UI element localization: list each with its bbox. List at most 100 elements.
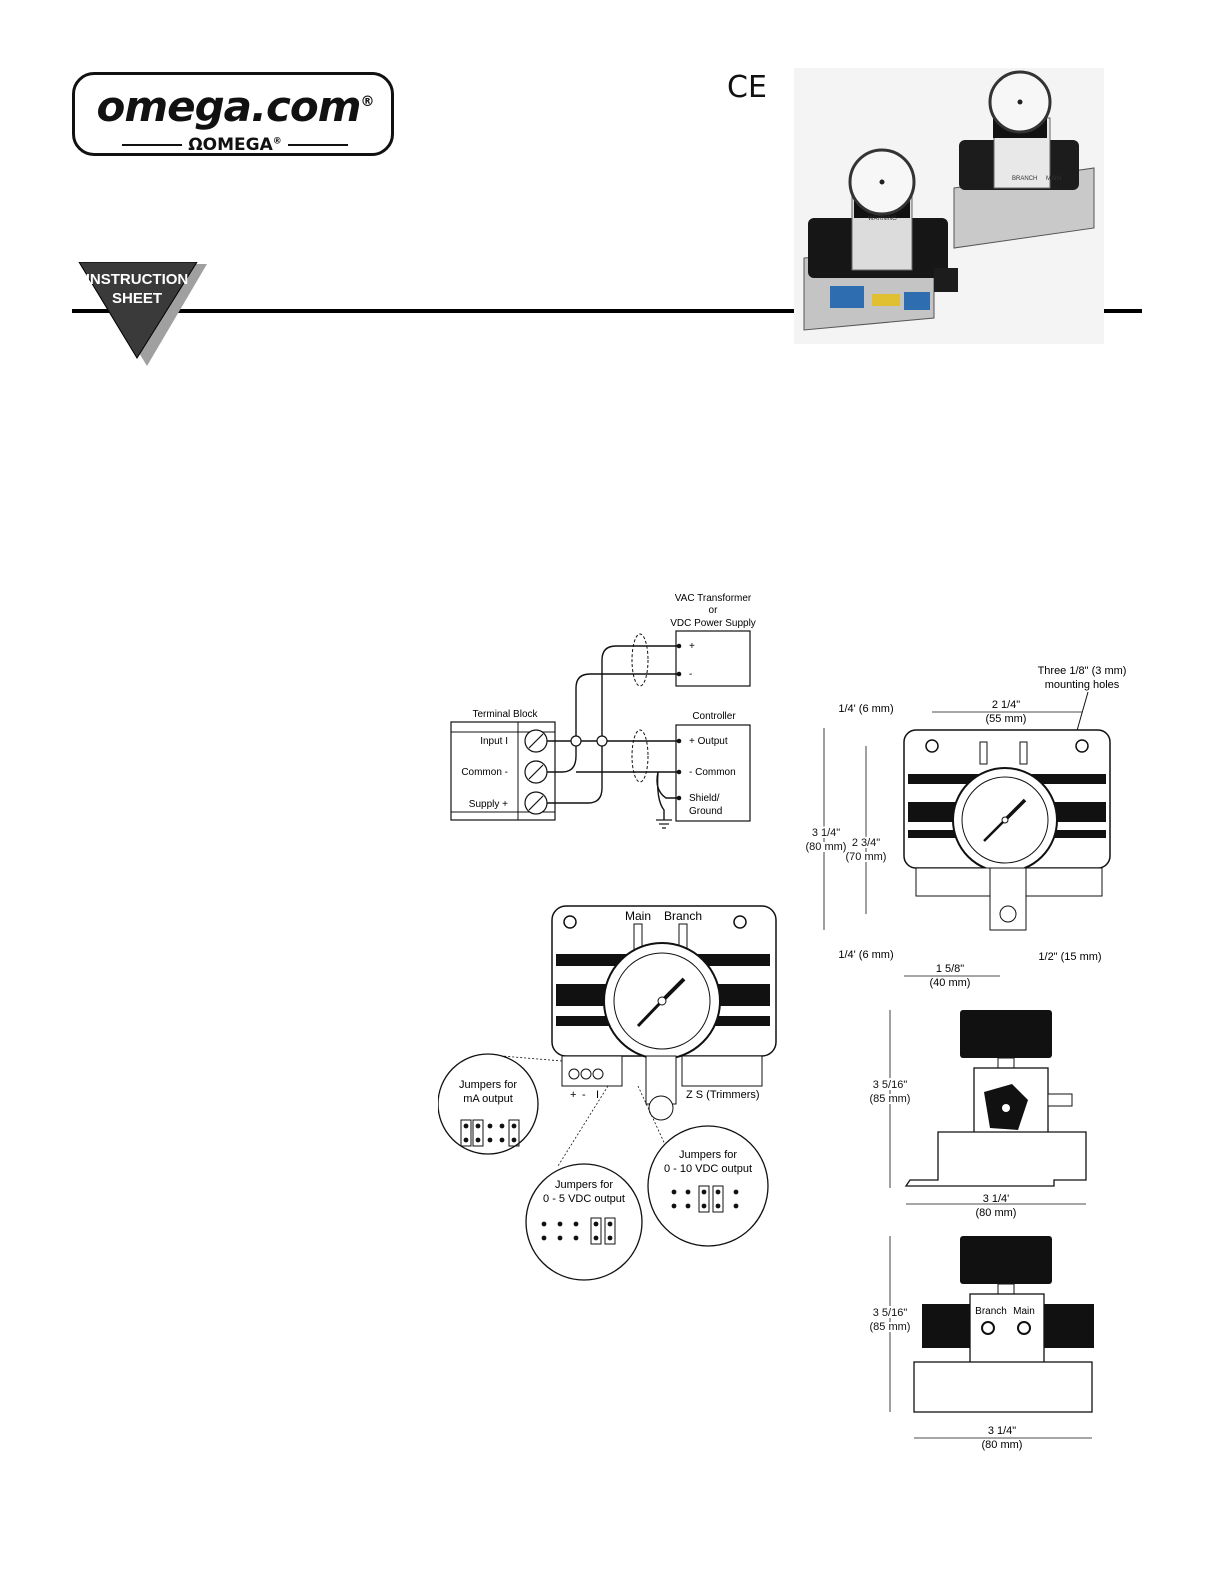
junction-left xyxy=(570,735,582,747)
width-55-line2: (55 mm) xyxy=(986,713,1027,725)
front-jumper-block xyxy=(872,294,900,306)
jumper-diagram: Main Branch + - I Z S (Trimmers) Jumpers… xyxy=(438,905,777,1281)
logo-main-text: omega.com xyxy=(96,82,362,131)
photo-main-label: MAIN xyxy=(1046,176,1061,182)
jumper-5v-line1: Jumpers for xyxy=(555,1179,613,1191)
photo-branch-label: BRANCH xyxy=(1012,176,1037,182)
supply-title-line1: VAC Transformer xyxy=(675,593,752,604)
top-trimmer-block xyxy=(1025,867,1103,897)
ce-mark: CE xyxy=(727,70,767,105)
housing-hole-right xyxy=(733,915,747,929)
jumper-5v-caps xyxy=(590,1217,616,1245)
controller-common-label: - Common xyxy=(689,767,736,778)
top-gauge-hub xyxy=(1001,816,1009,824)
gauge-needle xyxy=(660,977,686,1003)
omega-logo-subtitle: ΩOMEGA® xyxy=(90,135,380,155)
jumper-circle-ma xyxy=(438,1053,539,1155)
front-width-line2: (80 mm) xyxy=(982,1439,1023,1451)
shield-ellipse-supply xyxy=(631,633,649,687)
side-solenoid-hub xyxy=(1002,1104,1010,1112)
terminal-block-label: Terminal Block xyxy=(472,709,538,720)
ground-symbol xyxy=(656,819,672,829)
dimension-top-view: Three 1/8" (3 mm) mounting holes 1/4' (6… xyxy=(804,665,1127,989)
side-height-line1: 3 5/16" xyxy=(873,1079,908,1091)
logo-left-dash xyxy=(122,144,183,146)
junction-right xyxy=(596,735,608,747)
front-terminal-block xyxy=(830,286,864,308)
terminal-screw-slots xyxy=(528,733,544,811)
top-hole-left xyxy=(925,739,939,753)
wiring-diagram: VAC Transformer or VDC Power Supply + - … xyxy=(450,593,756,829)
wire-common-to-supply-minus xyxy=(547,673,679,773)
gauge-needle-tail xyxy=(636,999,664,1028)
shield-ellipse-controller xyxy=(631,729,649,783)
width-40-line2: (40 mm) xyxy=(930,977,971,989)
jumper-circle-5v xyxy=(525,1163,643,1281)
terminal-common-label: Common - xyxy=(461,767,508,778)
controller-output-label: + Output xyxy=(689,736,728,747)
dimension-front-view: 3 5/16" (85 mm) Branch Main 3 1/4" (80 m… xyxy=(868,1236,1094,1451)
top-mounting-tab-hole xyxy=(999,905,1017,923)
front-solenoid-right xyxy=(1040,1304,1094,1348)
rear-terminal-block xyxy=(934,268,958,292)
front-port-branch xyxy=(981,1321,995,1335)
controller-box xyxy=(675,724,751,822)
front-port-main xyxy=(1017,1321,1031,1335)
side-width-line1: 3 1/4' xyxy=(983,1193,1010,1205)
controller-shield-label: Shield/ xyxy=(689,793,720,804)
jumper-ma-caps xyxy=(460,1119,520,1147)
width-40-line1: 1 5/8" xyxy=(936,963,964,975)
side-gauge-body xyxy=(960,1010,1052,1058)
height-80-line2: (80 mm) xyxy=(806,841,847,853)
bottom-quarter-label: 1/4' (6 mm) xyxy=(838,949,893,961)
header-rule xyxy=(72,309,1142,313)
top-port-branch xyxy=(1019,741,1028,765)
omega-logo-wordmark: omega.com® xyxy=(90,82,380,131)
terminal-plus-sign: + xyxy=(570,1089,576,1101)
port-main-label: Main xyxy=(625,909,651,923)
side-width-line2: (80 mm) xyxy=(976,1207,1017,1219)
jumper-10v-line2: 0 - 10 VDC output xyxy=(664,1163,752,1175)
supply-minus-label: - xyxy=(689,669,692,680)
controller-title: Controller xyxy=(692,711,736,722)
product-photo: BRANCH MAIN WARNING xyxy=(794,68,1104,344)
front-gauge-body xyxy=(960,1236,1052,1284)
jumper-ma-line2: mA output xyxy=(463,1093,513,1105)
terminal-screw-3 xyxy=(592,1068,604,1080)
logo-registered-mark: ® xyxy=(360,94,374,110)
front-width-line1: 3 1/4" xyxy=(988,1425,1016,1437)
omega-symbol-icon: Ω xyxy=(188,135,203,155)
power-supply-box xyxy=(675,630,751,687)
jumper-ma-line1: Jumpers for xyxy=(459,1079,517,1091)
supply-title-line3: VDC Power Supply xyxy=(670,618,756,629)
terminal-i-sign: I xyxy=(596,1089,599,1101)
top-hole-right xyxy=(1075,739,1089,753)
logo-sub-registered: ® xyxy=(272,136,282,147)
front-main-label: Main xyxy=(1013,1306,1035,1317)
badge-line1: INSTRUCTION xyxy=(86,271,189,288)
jumper-ma-pins xyxy=(463,1123,517,1143)
front-gauge-neck xyxy=(997,1283,1015,1295)
front-branch-label: Branch xyxy=(975,1306,1007,1317)
height-70-line1: 2 3/4" xyxy=(852,837,880,849)
side-gauge-neck xyxy=(997,1057,1015,1069)
supply-title-line2: or xyxy=(709,605,719,616)
side-port-fitting xyxy=(1047,1093,1073,1107)
jumper-10v-caps xyxy=(698,1185,724,1213)
trimmers-label: Z S (Trimmers) xyxy=(686,1089,760,1101)
instruction-sheet-badge: INSTRUCTION SHEET xyxy=(78,262,207,366)
height-70-line2: (70 mm) xyxy=(846,851,887,863)
gauge-hub xyxy=(657,996,667,1006)
housing-hole-left xyxy=(563,915,577,929)
front-bracket-base xyxy=(913,1361,1093,1413)
mounting-tab-hole xyxy=(648,1095,674,1121)
omega-logo-frame xyxy=(72,72,394,156)
photo-warning-label: WARNING xyxy=(868,216,897,222)
side-height-line2: (85 mm) xyxy=(870,1093,911,1105)
supply-plus-label: + xyxy=(689,641,695,652)
jumper-10v-line1: Jumpers for xyxy=(679,1149,737,1161)
trimmer-block xyxy=(681,1055,763,1087)
badge-line2: SHEET xyxy=(112,290,162,307)
front-height-line1: 3 5/16" xyxy=(873,1307,908,1319)
wire-supply-to-supply-plus xyxy=(547,645,679,804)
